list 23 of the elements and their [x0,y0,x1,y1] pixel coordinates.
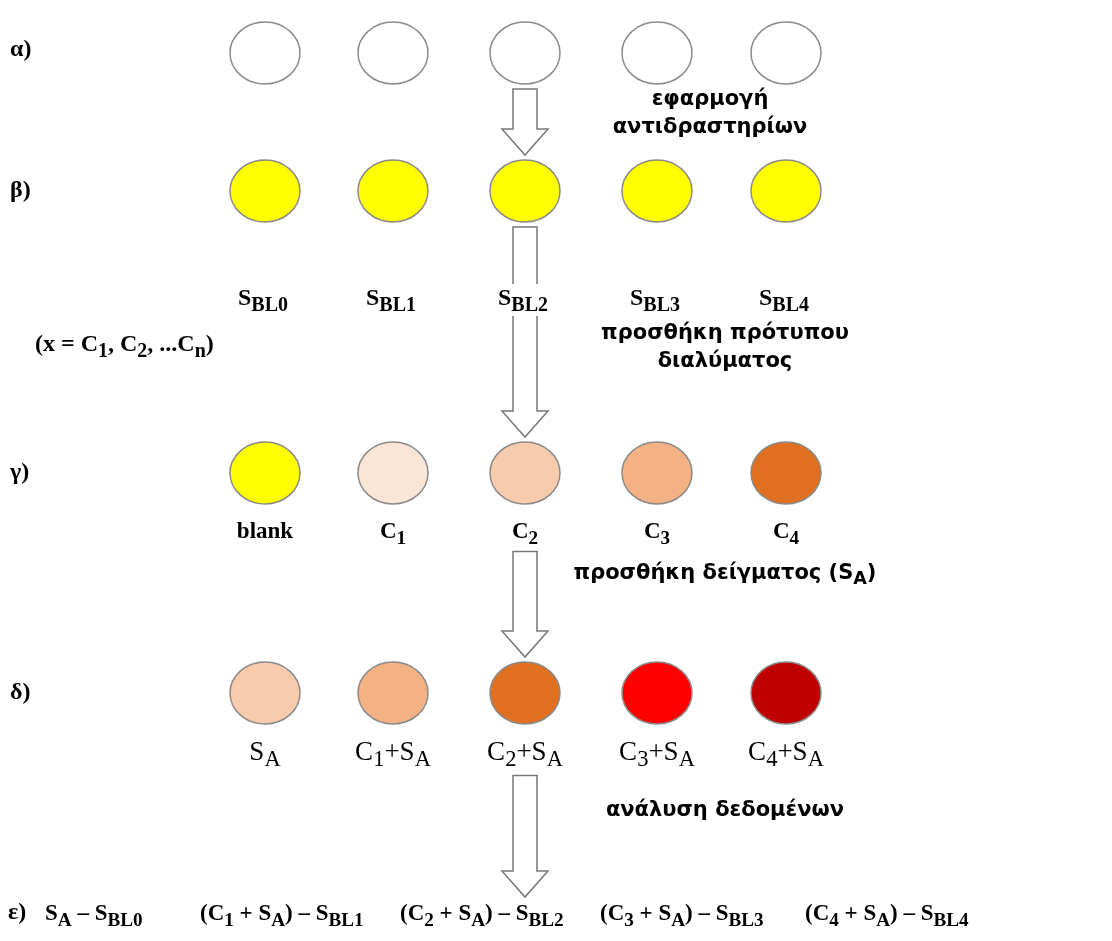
step-label: προσθήκη δείγματος (S$_{A}$) [572,559,878,591]
hollow-arrow [500,550,550,659]
well-caption: S$_{A}$ [249,736,281,773]
step-label: εφαρμογή αντιδραστηρίων [611,85,809,141]
well-caption: C$_{4}$+S$_{A}$ [748,736,824,773]
well-caption: C$_{4}$ [772,518,800,549]
difference-expression: (C$_{1}$ + S$_{A}$) – S$_{BL1}$ [200,900,364,931]
step-label: προσθήκη πρότυπου διαλύματος [600,319,850,375]
well-caption: C$_{1}$+S$_{A}$ [355,736,431,773]
difference-expression: (C$_{2}$ + S$_{A}$) – S$_{BL2}$ [400,900,564,931]
difference-expression: (C$_{3}$ + S$_{A}$) – S$_{BL3}$ [600,900,764,931]
well-caption: C$_{2}$ [511,518,539,549]
well-caption: blank [236,518,294,544]
hollow-arrow [500,88,550,157]
well-caption: C$_{3}$+S$_{A}$ [619,736,695,773]
well-caption: C$_{3}$ [643,518,671,549]
well-caption: C$_{2}$+S$_{A}$ [487,736,563,773]
difference-expression: (C$_{4}$ + S$_{A}$) – S$_{BL4}$ [805,900,969,931]
well-caption: C$_{1}$ [379,518,407,549]
hollow-arrow [500,774,550,899]
difference-expression: S$_{A}$ – S$_{BL0}$ [45,900,143,931]
step-label: ανάλυση δεδομένων [604,796,846,823]
well-caption: S$_{BL2}$ [498,284,549,316]
